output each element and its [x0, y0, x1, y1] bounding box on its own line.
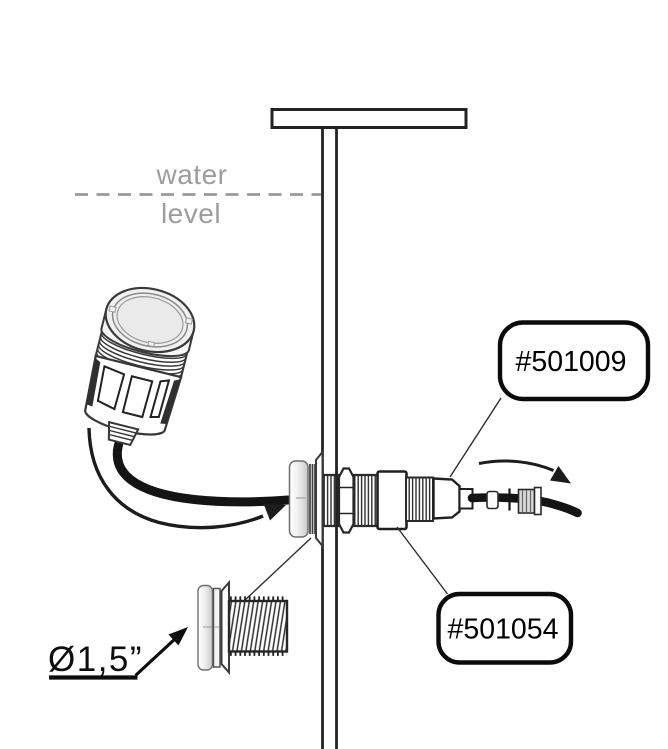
light-body-shade-right: [160, 379, 181, 425]
diameter-pointer-line: [134, 636, 178, 677]
fitting-flange-face: [288, 460, 309, 538]
light-rim-tab-right: [184, 317, 194, 325]
light-body-shade-left: [86, 357, 101, 407]
bushing-flange-face: [197, 584, 214, 671]
exterior-cable: [467, 486, 582, 518]
insertion-arrow: [87, 427, 286, 530]
light-cable: [112, 435, 293, 507]
bushing-threaded-barrel: [227, 599, 289, 653]
spare-bushing-leader: [243, 537, 312, 602]
water-level-label-line1: water: [156, 159, 228, 190]
water-level-label-line2: level: [161, 198, 221, 229]
callout-501054-box: [436, 591, 574, 665]
diameter-annotation: Ø1,5”: [48, 627, 188, 680]
insertion-arrowhead-icon: [263, 503, 286, 521]
insertion-arrow-curve: [87, 427, 264, 530]
light-lens: [116, 296, 184, 344]
diameter-label: Ø1,5”: [48, 640, 143, 679]
callout-501009-leader: [449, 397, 502, 478]
callout-501054-label: #501054: [448, 614, 559, 646]
fitting-rear-threads: [405, 476, 434, 522]
light-window-left: [96, 364, 126, 411]
callout-501009-label: #501009: [516, 346, 627, 378]
light-cable-tail-ribs: [108, 425, 137, 441]
bushing-cone: [220, 579, 230, 676]
fitting-locknut: [337, 467, 355, 534]
cable-ring: [486, 490, 499, 510]
cable-gland: [432, 477, 461, 520]
underwater-light: [84, 286, 196, 447]
pull-arrowhead-icon: [550, 466, 571, 484]
fitting-union-body: [376, 470, 408, 531]
water-level: water level: [75, 159, 321, 229]
cable-connector-ridges: [521, 490, 532, 513]
callout-501009-box: [497, 320, 651, 402]
callout-501054: #501054: [396, 526, 574, 665]
spare-bushing: [197, 537, 312, 676]
wall-fitting: [288, 449, 474, 549]
fitting-flange-cone: [315, 449, 324, 549]
pool-wall: [321, 127, 380, 749]
bushing-washer: [212, 587, 221, 668]
light-window-right: [149, 379, 171, 419]
fitting-locknut-flats: [339, 486, 354, 515]
pull-arrow: [478, 459, 571, 484]
diameter-arrowhead-icon: [168, 627, 188, 646]
light-rim-tab-left: [108, 305, 117, 313]
pool-deck: [270, 108, 468, 129]
cable-connector-cap: [533, 486, 542, 516]
light-window-center: [121, 375, 154, 419]
fitting-flange-ridges: [309, 464, 316, 534]
pull-arrow-curve: [478, 459, 555, 472]
light-rim-tab-bottom: [147, 340, 156, 348]
callout-501009: #501009: [449, 320, 651, 478]
callout-501054-leader: [396, 526, 449, 595]
